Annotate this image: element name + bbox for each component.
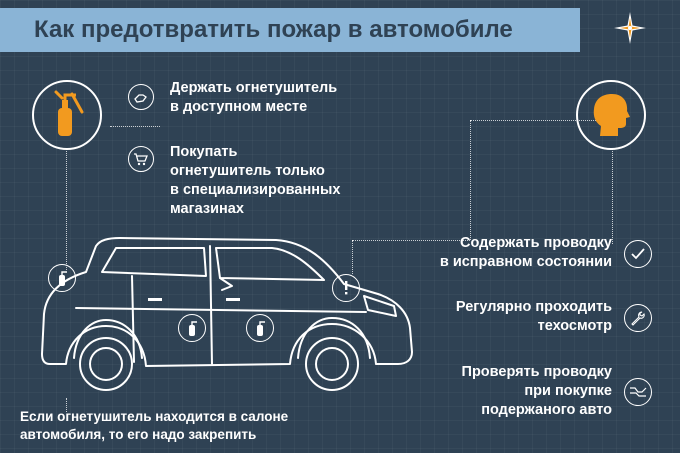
tip-wiring-condition: Содержать проводку в исправном состоянии	[439, 235, 612, 270]
tip-check-used-car: Проверять проводку при покупке подержано…	[461, 364, 612, 418]
connector-line	[66, 148, 67, 270]
fire-extinguisher-icon	[54, 90, 84, 136]
page-title: Как предотвратить пожар в автомобиле	[34, 16, 513, 43]
connector-line	[352, 240, 470, 241]
exclamation-icon	[332, 274, 360, 302]
connector-line	[470, 120, 610, 121]
tip-buy-specialized: Покупать огнетушитель только в специализ…	[170, 144, 341, 217]
connector-line	[352, 240, 353, 274]
hand-icon	[128, 84, 154, 110]
person-circle	[576, 80, 646, 150]
shopping-cart-icon	[128, 146, 154, 172]
title-bar: Как предотвратить пожар в автомобиле	[0, 8, 580, 52]
wiring-icon	[624, 378, 652, 406]
car-illustration	[41, 237, 413, 391]
extinguisher-marker-icon	[48, 264, 76, 292]
extinguisher-marker-icon	[246, 314, 274, 342]
compass-star-icon	[612, 10, 648, 46]
connector-line	[470, 120, 471, 240]
tip-inspection: Регулярно проходить техосмотр	[455, 299, 612, 334]
person-head-icon	[593, 94, 630, 136]
extinguisher-circle	[32, 80, 102, 150]
checkmark-icon	[624, 240, 652, 268]
connector-line	[110, 126, 160, 127]
bottom-note: Если огнетушитель находится в салоне авт…	[20, 409, 289, 442]
connector-line	[66, 398, 67, 412]
connector-line	[612, 148, 613, 244]
wrench-icon	[624, 304, 652, 332]
extinguisher-marker-icon	[178, 314, 206, 342]
tip-keep-accessible: Держать огнетушитель в доступном месте	[170, 80, 338, 115]
